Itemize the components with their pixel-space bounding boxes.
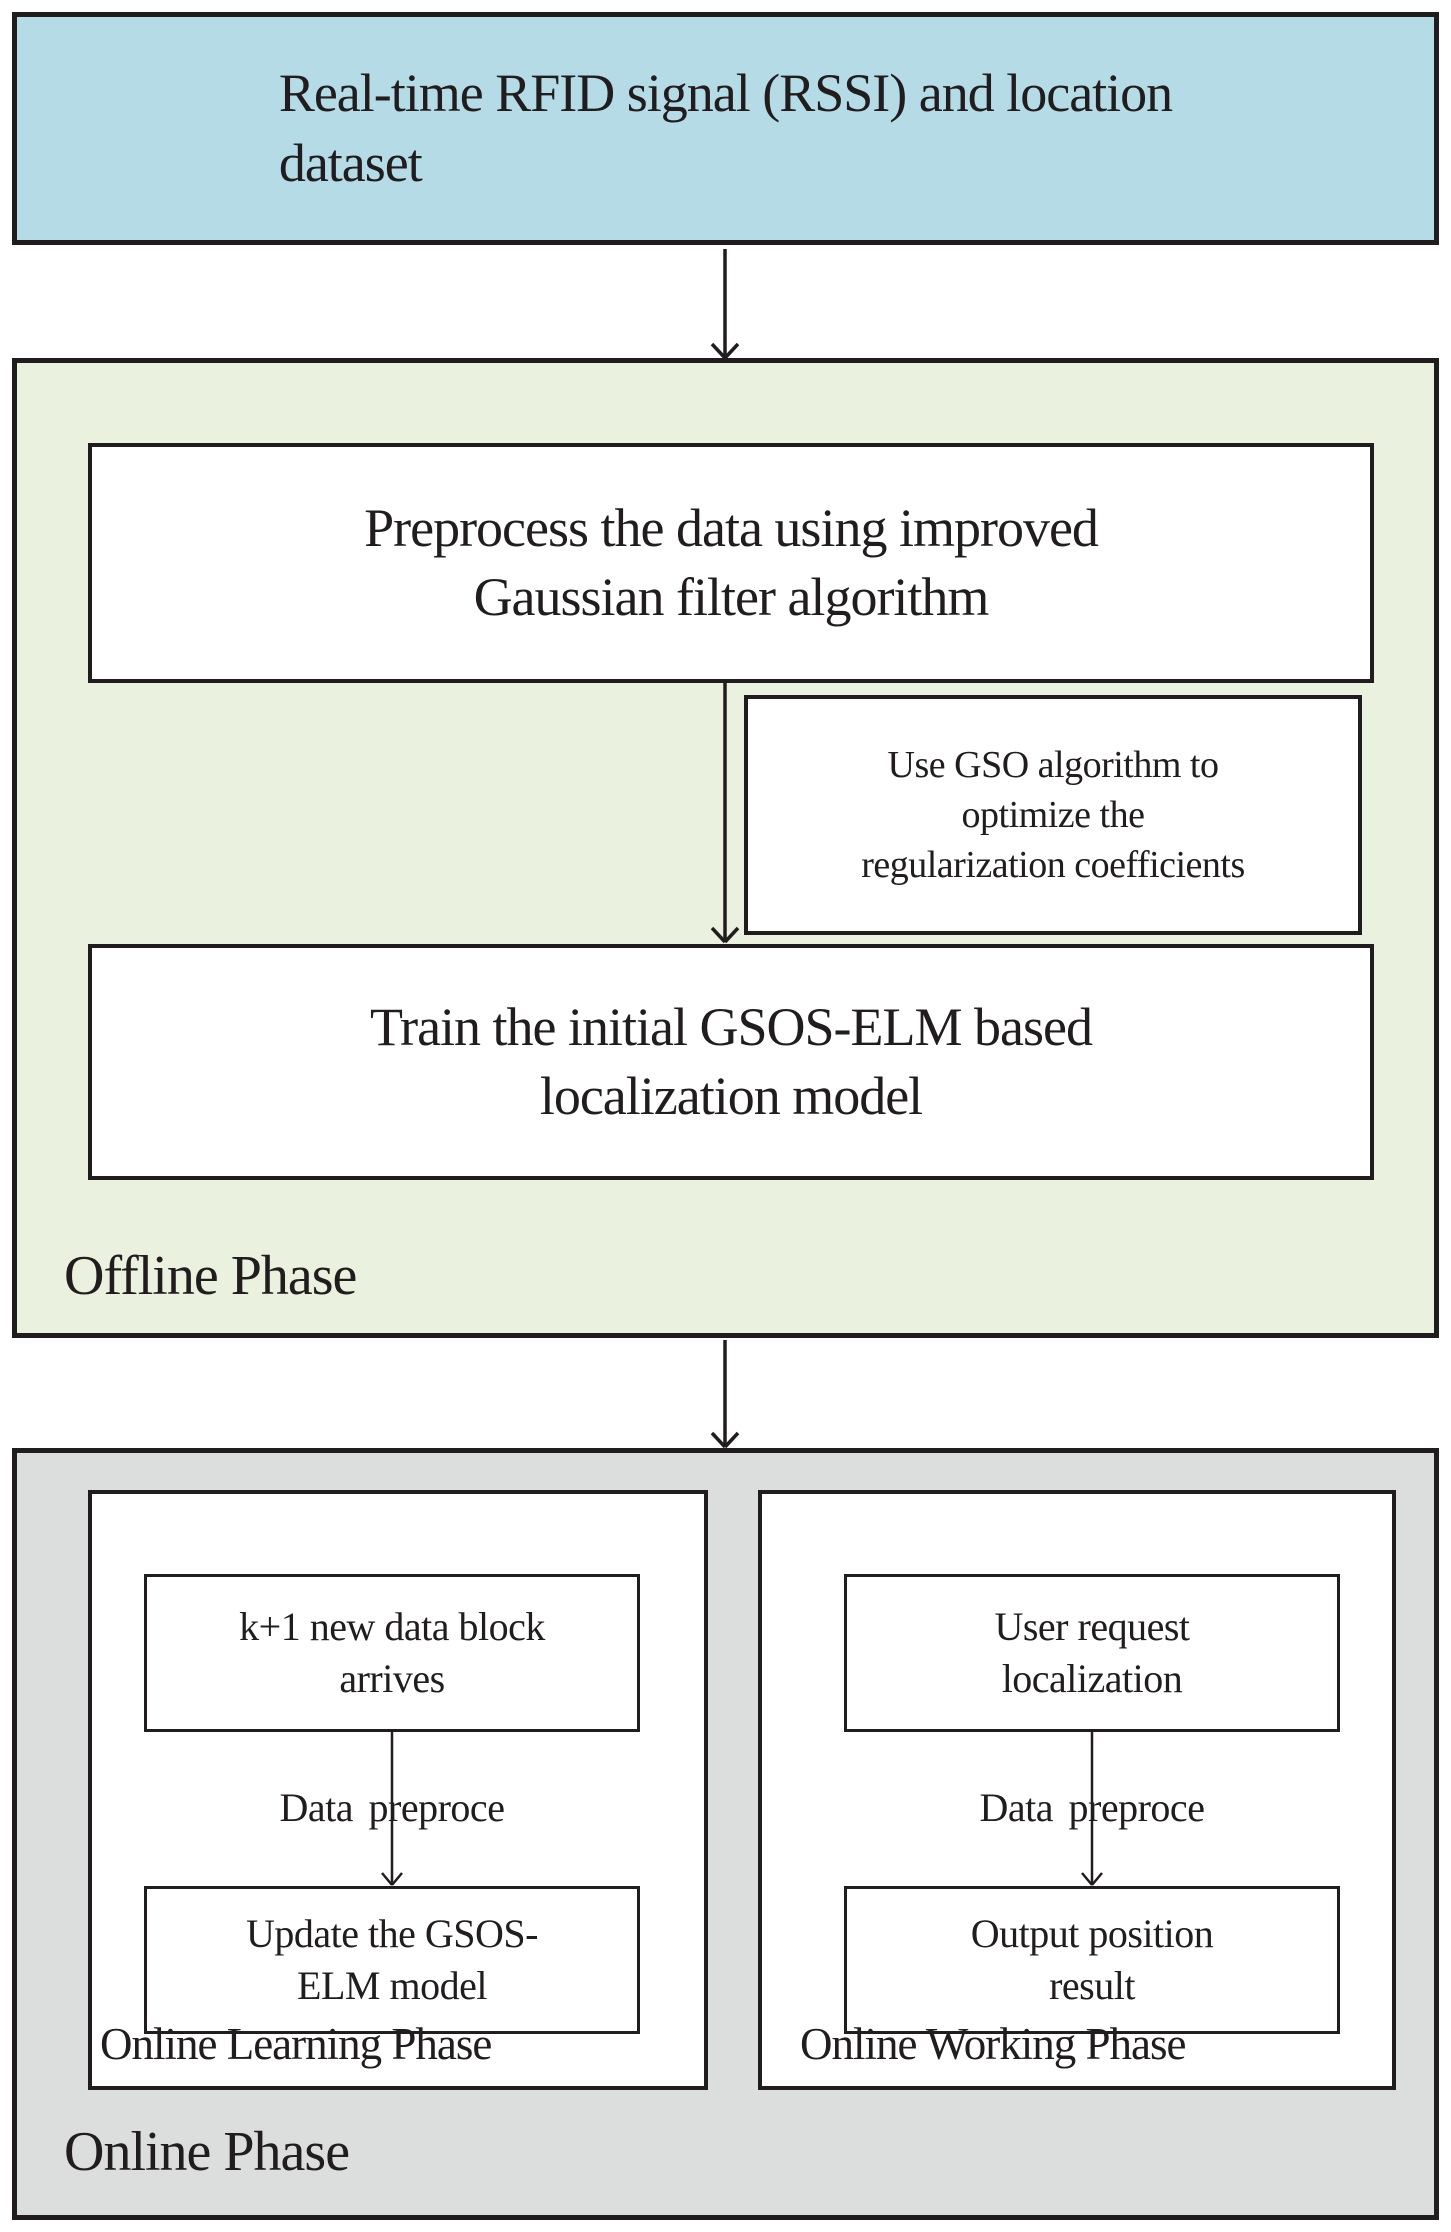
arrow-dataset-to-offline xyxy=(710,249,740,360)
new-data-block-box: k+1 new data block arrives xyxy=(144,1574,640,1732)
arrow-userrequest-to-output xyxy=(1081,1732,1103,1886)
preprocess-box: Preprocess the data using improved Gauss… xyxy=(88,443,1374,683)
arrow-offline-to-online xyxy=(710,1340,740,1449)
new-data-block-text: k+1 new data block arrives xyxy=(239,1604,545,1701)
user-request-box: User request localization xyxy=(844,1574,1340,1732)
user-request-text: User request localization xyxy=(994,1604,1190,1701)
online-learning-phase-label: Online Learning Phase xyxy=(100,2019,492,2069)
learning-arrow-label: Data preproce xyxy=(279,1785,505,1830)
dataset-box-text: Real-time RFID signal (RSSI) and locatio… xyxy=(278,63,1173,193)
online-working-phase-label: Online Working Phase xyxy=(800,2019,1187,2069)
working-arrow-label: Data preproce xyxy=(979,1785,1205,1830)
gso-box-text: Use GSO algorithm to optimize the regula… xyxy=(861,743,1245,887)
offline-phase-label: Offline Phase xyxy=(64,1245,357,1307)
arrow-preprocess-to-train xyxy=(710,683,740,944)
train-box: Train the initial GSOS-ELM based localiz… xyxy=(88,944,1374,1180)
output-position-text: Output position result xyxy=(970,1911,1214,2008)
update-model-box: Update the GSOS- ELM model xyxy=(144,1886,640,2034)
update-model-text: Update the GSOS- ELM model xyxy=(246,1911,538,2008)
output-position-box: Output position result xyxy=(844,1886,1340,2034)
preprocess-box-text: Preprocess the data using improved Gauss… xyxy=(364,497,1099,627)
train-box-text: Train the initial GSOS-ELM based localiz… xyxy=(370,996,1093,1126)
online-phase-label: Online Phase xyxy=(64,2121,350,2183)
dataset-box: Real-time RFID signal (RSSI) and locatio… xyxy=(12,12,1439,245)
gso-box: Use GSO algorithm to optimize the regula… xyxy=(744,695,1362,935)
arrow-newdata-to-update xyxy=(381,1732,403,1886)
